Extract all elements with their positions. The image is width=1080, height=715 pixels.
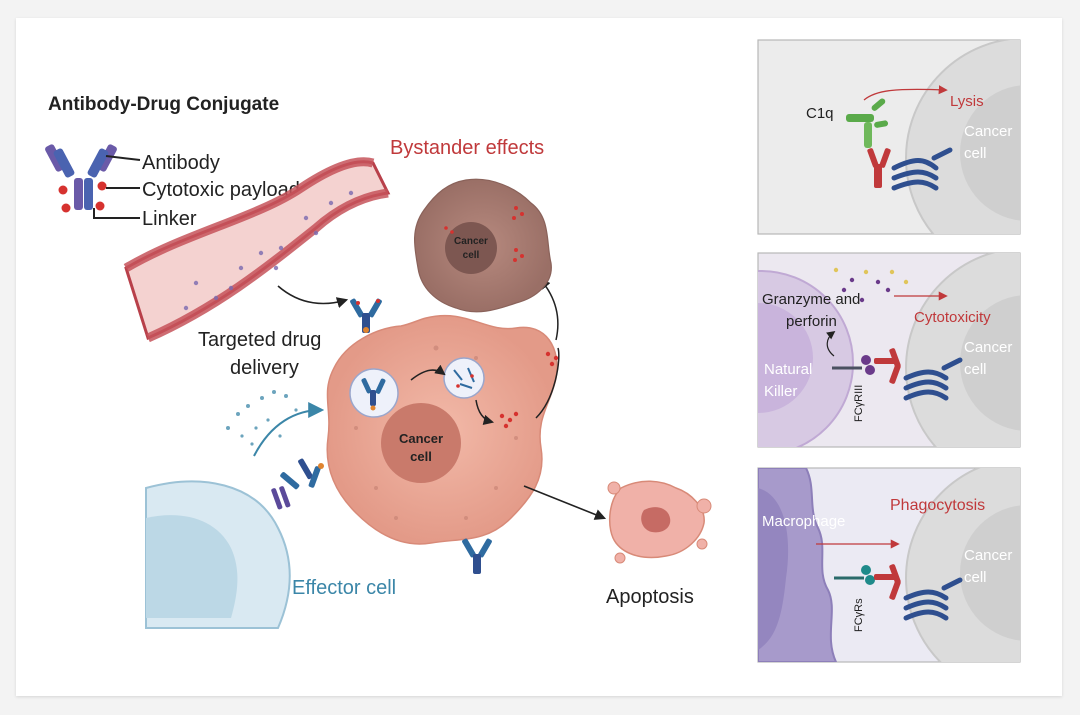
figure-title: Antibody-Drug Conjugate <box>48 94 279 115</box>
legend-antibody-label: Antibody <box>142 152 220 174</box>
main-cancer-cell <box>326 314 558 545</box>
granzyme-label-2: perforin <box>786 313 837 330</box>
antibody-panel3 <box>874 564 901 600</box>
bystander-arrow-lower <box>535 347 560 419</box>
figure-card: Antibody-Drug Conjugate Antibody Cytotox… <box>16 18 1062 696</box>
targeted-delivery-label-2: delivery <box>230 357 299 379</box>
apoptosis-arrow <box>523 485 607 520</box>
panel1-cancer-label-2: cell <box>964 145 987 162</box>
lysis-label: Lysis <box>950 93 984 110</box>
vessel-to-cell-arrow <box>277 285 349 308</box>
adc-diagram: Antibody-Drug Conjugate Antibody Cytotox… <box>45 39 1021 663</box>
endosome-1 <box>349 368 399 418</box>
fcgrs-label: FCγRs <box>853 598 865 632</box>
cytotoxicity-label: Cytotoxicity <box>914 309 991 326</box>
bystander-cancer-label-1: Cancer <box>454 236 488 247</box>
antigen-panel2 <box>903 357 963 401</box>
blood-vessel <box>123 157 391 343</box>
adc-legend-icon <box>45 144 141 219</box>
free-antibody <box>462 538 492 574</box>
c1q-icon <box>846 98 889 148</box>
lysis-arrow <box>863 85 948 101</box>
natural-killer-label-1: Natural <box>764 361 812 378</box>
targeted-delivery-label-1: Targeted drug <box>198 329 321 351</box>
panel-adcc <box>757 252 1021 448</box>
granzyme-label-1: Granzyme and <box>762 291 860 308</box>
granules <box>833 267 909 303</box>
main-cancer-label-1: Cancer <box>399 431 443 446</box>
antibody-panel2 <box>874 348 901 384</box>
effector-arrow <box>253 402 325 457</box>
bystander-cancer-cell <box>414 178 552 313</box>
effector-cell <box>145 480 291 629</box>
antigen-panel1 <box>891 147 953 191</box>
bystander-arrow-upper <box>539 278 559 341</box>
endosome-arrow-1 <box>410 364 446 381</box>
bystander-cancer-label-2: cell <box>463 250 480 261</box>
panel2-cancer-label-1: Cancer <box>964 339 1012 356</box>
granule-release-arrow <box>826 330 836 357</box>
released-payload <box>499 411 519 429</box>
panel3-cancer-label-2: cell <box>964 569 987 586</box>
antibody-panel1 <box>867 148 891 188</box>
panel-cdc <box>757 39 1021 235</box>
endosome-arrow-2 <box>475 399 495 426</box>
apoptotic-cell <box>607 480 712 564</box>
antigen-panel3 <box>903 577 963 621</box>
bystander-effects-label: Bystander effects <box>390 137 544 159</box>
panel-adcp <box>757 467 1021 663</box>
secreted-particles <box>226 390 298 446</box>
diffusing-payload <box>545 351 559 367</box>
natural-killer-label-2: Killer <box>764 383 797 400</box>
panel1-cancer-label-1: Cancer <box>964 123 1012 140</box>
fcgriii-receptor <box>832 355 875 375</box>
antibody-icon <box>350 298 382 333</box>
apoptosis-label: Apoptosis <box>606 586 694 608</box>
phagocytosis-label: Phagocytosis <box>890 497 985 514</box>
c1q-label: C1q <box>806 105 834 122</box>
endosome-2 <box>443 357 485 399</box>
fcgrs-receptor <box>834 565 875 585</box>
legend-payload-label: Cytotoxic payload <box>142 179 300 201</box>
effector-cell-label: Effector cell <box>292 577 396 599</box>
legend-linker-label: Linker <box>142 208 197 230</box>
macrophage-label: Macrophage <box>762 513 845 530</box>
fcgriii-label: FCγRIII <box>853 385 865 422</box>
panel2-cancer-label-2: cell <box>964 361 987 378</box>
main-cancer-label-2: cell <box>410 449 432 464</box>
panel3-cancer-label-1: Cancer <box>964 547 1012 564</box>
effector-antibody <box>271 458 324 510</box>
